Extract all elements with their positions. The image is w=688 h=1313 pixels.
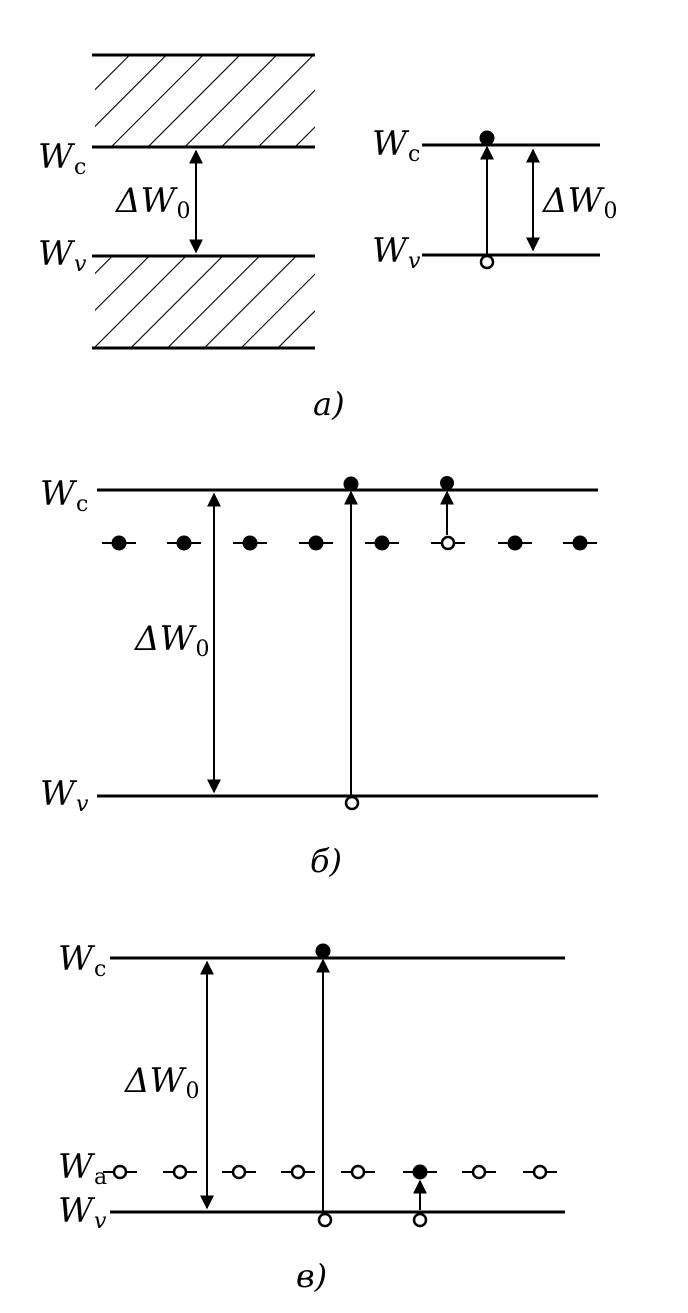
acceptor-level-empty-dot bbox=[471, 1164, 487, 1180]
wv-label: Wv bbox=[38, 234, 87, 277]
electron-dot-b1 bbox=[343, 476, 359, 492]
acceptor-level-empty-dot bbox=[112, 1164, 128, 1180]
delta-w0-label-right: ΔW0 bbox=[541, 181, 618, 224]
caption-c: в) bbox=[296, 1257, 327, 1295]
caption-b: б) bbox=[310, 842, 342, 880]
donor-level-filled-dot bbox=[374, 535, 390, 551]
wv-label-right: Wv bbox=[372, 231, 421, 274]
hole-dot-c2 bbox=[412, 1212, 428, 1228]
electron-dot-c1 bbox=[315, 943, 331, 959]
donor-level-filled-dot bbox=[111, 535, 127, 551]
caption-a: a) bbox=[313, 385, 345, 423]
conduction-band-block bbox=[92, 53, 315, 149]
acceptor-levels bbox=[103, 1164, 557, 1180]
wv-label-b: Wv bbox=[40, 774, 89, 817]
wv-label-c: Wv bbox=[58, 1191, 107, 1234]
wc-label-b: Wc bbox=[40, 474, 88, 517]
acceptor-level-empty-dot bbox=[290, 1164, 306, 1180]
acceptor-level-filled-dot bbox=[412, 1164, 428, 1180]
delta-w0-label-b: ΔW0 bbox=[133, 619, 210, 662]
panel-b: Wc Wv ΔW0 б) bbox=[40, 474, 598, 880]
acceptor-level-empty-dot bbox=[172, 1164, 188, 1180]
donor-level-filled-dot bbox=[176, 535, 192, 551]
donor-level-filled-dot bbox=[308, 535, 324, 551]
donor-level-filled-dot bbox=[572, 535, 588, 551]
wc-label: Wc bbox=[38, 137, 86, 180]
donor-level-empty-dot bbox=[440, 535, 456, 551]
hole-dot-c1 bbox=[317, 1212, 333, 1228]
wc-label-right: Wc bbox=[372, 124, 420, 167]
electron-dot-b2 bbox=[440, 476, 454, 490]
wa-label-c: Wa bbox=[58, 1147, 107, 1190]
donor-level-filled-dot bbox=[507, 535, 523, 551]
acceptor-level-empty-dot bbox=[350, 1164, 366, 1180]
donor-levels bbox=[102, 535, 597, 551]
acceptor-level-empty-dot bbox=[231, 1164, 247, 1180]
electron-dot bbox=[479, 130, 495, 146]
wc-label-c: Wc bbox=[58, 939, 106, 982]
hole-dot bbox=[479, 254, 495, 270]
panel-a: Wc Wv ΔW0 Wc Wv ΔW0 a) bbox=[38, 53, 618, 423]
panel-c: Wc Wa Wv ΔW0 в) bbox=[58, 939, 565, 1295]
delta-w0-label: ΔW0 bbox=[114, 181, 191, 224]
valence-band-block bbox=[92, 254, 315, 350]
delta-w0-label-c: ΔW0 bbox=[123, 1061, 200, 1104]
donor-level-filled-dot bbox=[242, 535, 258, 551]
acceptor-level-empty-dot bbox=[532, 1164, 548, 1180]
hole-dot-b bbox=[344, 795, 360, 811]
